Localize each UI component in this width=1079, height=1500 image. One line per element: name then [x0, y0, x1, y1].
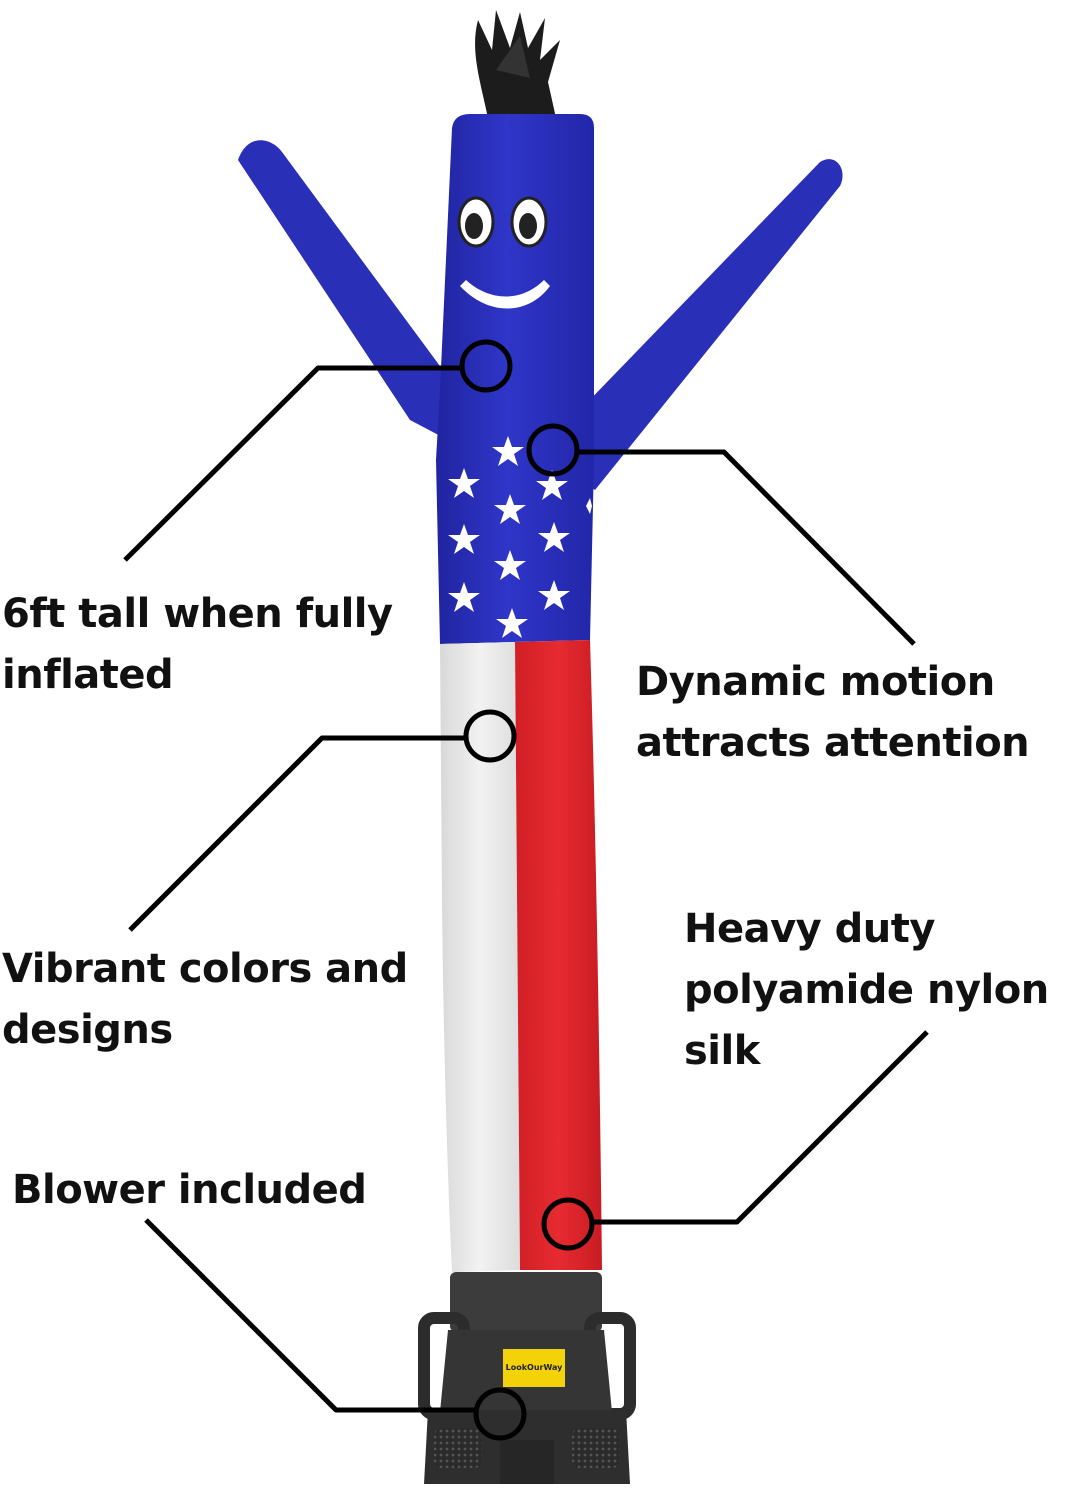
top-fringe	[475, 10, 560, 118]
smile	[460, 280, 550, 309]
callout-motion-line-2: attracts attention	[636, 720, 1030, 766]
callout-height-line-2: inflated	[2, 652, 174, 698]
left-arm	[238, 140, 465, 440]
callout-material-line-2: polyamide nylon	[684, 967, 1049, 1013]
eyes	[457, 196, 548, 248]
callout-height-line-1: 6ft tall when fully	[2, 591, 393, 637]
callout-motion-line-1: Dynamic motion	[636, 659, 995, 705]
blower-brand-label: LookOurWay	[503, 1349, 565, 1387]
callout-material-line-3: silk	[684, 1028, 760, 1074]
stars	[448, 436, 592, 638]
callout-motion: Dynamic motion attracts attention	[636, 652, 1030, 774]
callout-lines	[123, 339, 929, 1441]
callout-height: 6ft tall when fully inflated	[2, 584, 393, 706]
callout-colors-line-2: designs	[2, 1007, 173, 1053]
body-red-stripe	[515, 640, 602, 1270]
blower-brand-text: LookOurWay	[505, 1363, 563, 1372]
callout-blower: Blower included	[12, 1160, 367, 1221]
callout-colors-line-1: Vibrant colors and	[2, 946, 408, 992]
callout-material: Heavy duty polyamide nylon silk	[684, 899, 1049, 1082]
callout-material-line-1: Heavy duty	[684, 906, 935, 952]
callout-colors: Vibrant colors and designs	[2, 939, 408, 1061]
body-white-stripe	[440, 642, 520, 1272]
right-arm	[560, 159, 843, 490]
callout-blower-line-1: Blower included	[12, 1167, 367, 1213]
